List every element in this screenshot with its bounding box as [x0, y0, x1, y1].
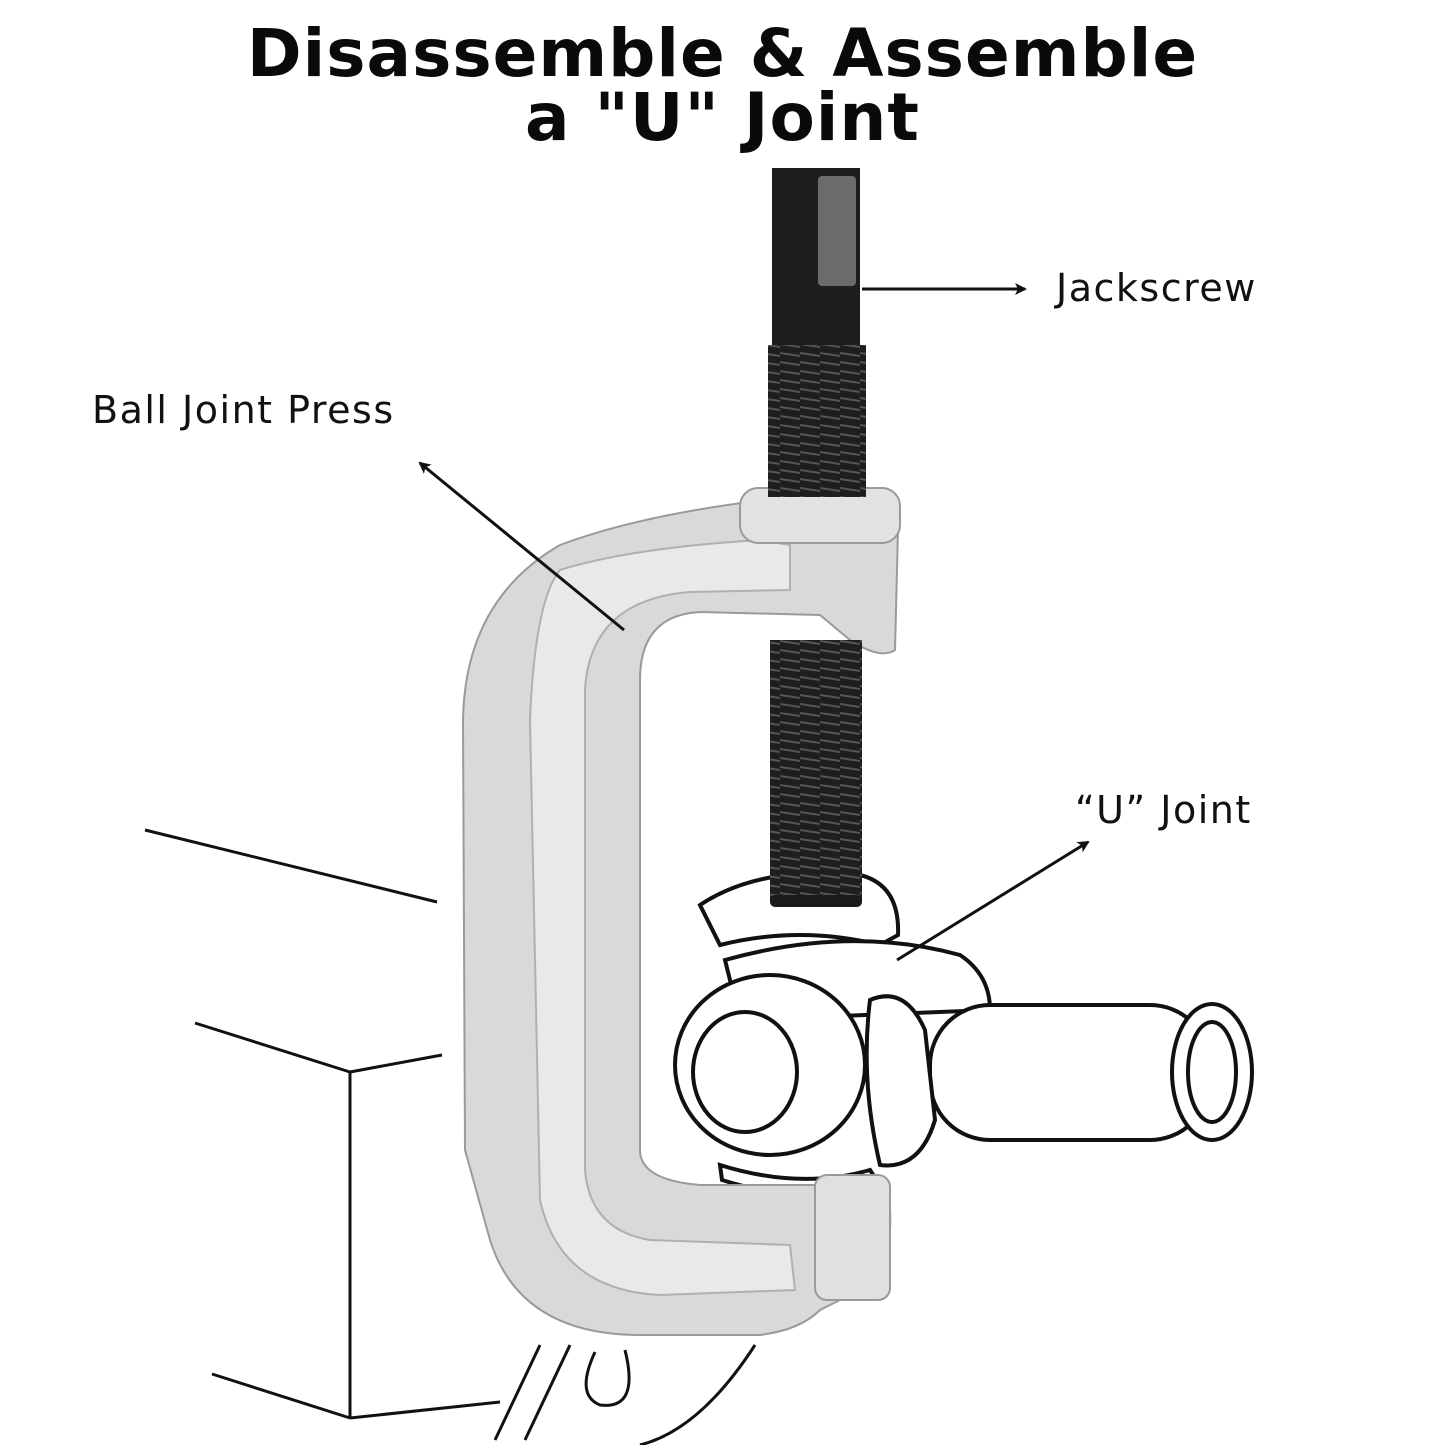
- title-line-1: Disassemble & Assemble: [246, 15, 1199, 92]
- u-joint-outline: [673, 871, 1254, 1196]
- label-jackscrew: Jackscrew: [1056, 266, 1257, 310]
- title-line-2: a "U" Joint: [525, 79, 920, 156]
- label-ball-joint-press: Ball Joint Press: [92, 388, 395, 432]
- vice-outline: [144, 828, 757, 1445]
- label-u-joint: “U” Joint: [1075, 788, 1252, 832]
- callout-arrows: [418, 283, 1090, 962]
- jackscrew: [768, 168, 866, 907]
- ball-joint-press-arrow: [418, 461, 625, 632]
- ball-joint-press: [461, 487, 901, 1336]
- u-joint-arrow: [896, 840, 1090, 962]
- page-title: Disassemble & Assemble a "U" Joint: [0, 15, 1445, 156]
